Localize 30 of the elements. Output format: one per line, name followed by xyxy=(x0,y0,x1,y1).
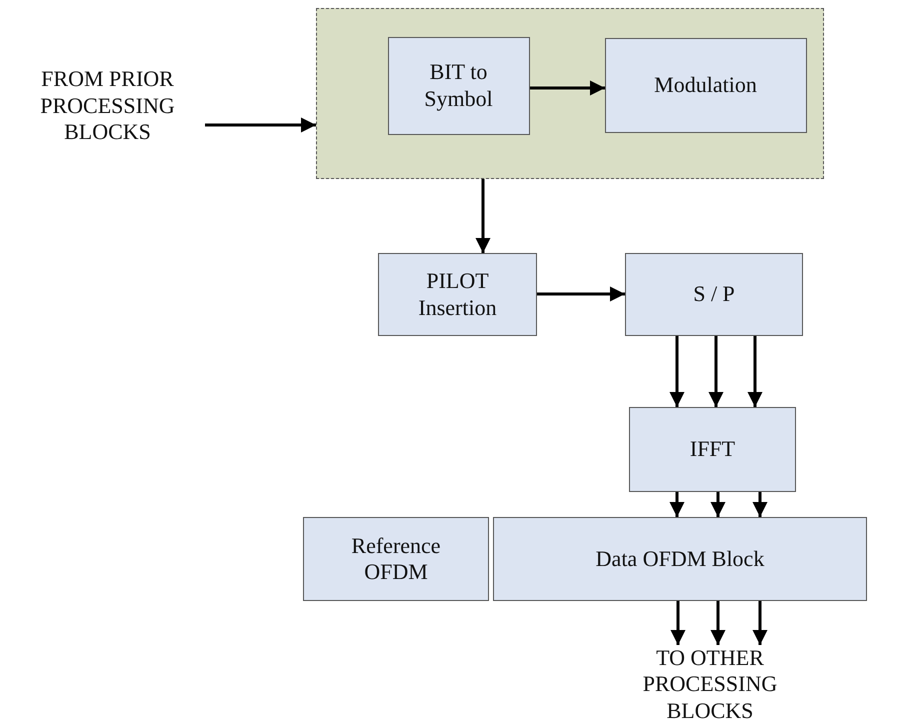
arrow xyxy=(530,80,605,96)
arrow xyxy=(710,601,726,645)
flow-label: FROM PRIOR PROCESSING BLOCKS xyxy=(39,66,176,146)
block-label: S / P xyxy=(693,281,735,308)
block-label: Reference OFDM xyxy=(350,532,442,586)
arrow xyxy=(670,601,686,645)
block-label: PILOT Insertion xyxy=(417,268,498,321)
block-label: BIT to Symbol xyxy=(423,59,494,112)
block-label: IFFT xyxy=(690,436,736,463)
process-box xyxy=(303,517,489,601)
process-box xyxy=(388,36,530,134)
block-label: Modulation xyxy=(654,72,757,98)
process-box xyxy=(493,517,867,601)
arrow xyxy=(670,336,684,407)
arrow xyxy=(708,336,724,407)
arrow xyxy=(748,336,762,407)
process-box xyxy=(629,407,796,492)
process-box xyxy=(378,253,537,336)
arrow xyxy=(205,118,316,132)
arrow xyxy=(537,286,625,302)
dashed-group-box xyxy=(316,8,824,179)
arrow xyxy=(476,179,490,253)
process-box xyxy=(604,38,806,132)
block-label: Data OFDM Block xyxy=(596,546,764,572)
arrow xyxy=(710,492,726,517)
arrow xyxy=(752,601,768,645)
process-box xyxy=(625,253,803,336)
flow-label: TO OTHER PROCESSING BLOCKS xyxy=(642,644,778,724)
arrow xyxy=(670,492,684,517)
arrow xyxy=(752,492,768,517)
